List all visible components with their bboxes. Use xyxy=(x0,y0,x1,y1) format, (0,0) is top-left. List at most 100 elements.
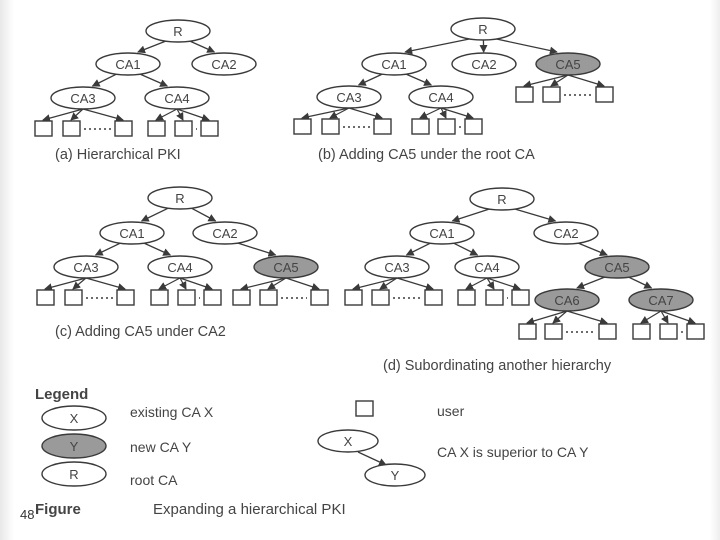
panel-c-ca3-user-edge xyxy=(85,277,126,291)
panel-c-edge-ca1-ca4 xyxy=(143,242,172,256)
legend-superior-y-label: Y xyxy=(391,468,400,483)
panel-a-edge-ca1-ca3 xyxy=(91,73,118,87)
panel-d-ca4-user-edge xyxy=(486,277,495,290)
panel-b-edge-root-ca5 xyxy=(495,38,558,55)
panel-c-edge-ca1-ca3 xyxy=(94,242,122,256)
panel-a-node-root-label: R xyxy=(173,24,182,39)
panel-a-ca4-user-box xyxy=(174,120,193,137)
panel-d-ca7-user-edge xyxy=(640,310,662,324)
panel-a-ca4-user-box xyxy=(147,120,166,137)
panel-a-node-ca4 xyxy=(144,86,210,110)
panel-b-node-ca1-label: CA1 xyxy=(381,57,406,72)
panel-a-edge-ca1-ca4 xyxy=(139,73,169,87)
panel-b-node-root xyxy=(450,17,516,41)
panel-c-ca4-user-box xyxy=(203,289,222,306)
panel-a-node-ca4-label: CA4 xyxy=(164,91,189,106)
panel-d-node-ca3-label: CA3 xyxy=(384,260,409,275)
panel-b-edge-ca1-ca4 xyxy=(405,73,433,86)
panel-c-node-ca5 xyxy=(253,255,319,279)
panel-b-edge-root-ca1 xyxy=(404,38,471,55)
panel-b-ca4-user-edge xyxy=(419,107,442,119)
caption-panel-a: (a) Hierarchical PKI xyxy=(55,147,181,163)
panel-d-edge-ca5-ca7 xyxy=(627,276,653,289)
panel-c-ca4-user-edge xyxy=(179,277,187,290)
frame-right-edge xyxy=(710,0,720,540)
panel-b-node-ca5-label: CA5 xyxy=(555,57,580,72)
panel-c-ca5-user-box xyxy=(232,289,251,306)
legend-existing-ca-symbol xyxy=(41,405,107,431)
legend-root-ca-text: root CA xyxy=(130,472,178,488)
panel-d-edge-ca2-ca5 xyxy=(577,242,608,257)
panel-a-edge-root-ca2 xyxy=(189,40,216,53)
panel-a-edge-root-ca1 xyxy=(137,40,167,54)
panel-d-node-ca2 xyxy=(533,221,599,245)
legend-new-ca-symbol xyxy=(41,433,107,459)
panel-a-node-ca3 xyxy=(50,86,116,110)
panel-c-node-ca2 xyxy=(192,221,258,245)
panel-b-ca4-user-box xyxy=(411,118,430,135)
panel-c-ca5-user-edge xyxy=(240,277,287,292)
legend-root-ca-symbol xyxy=(41,461,107,487)
legend-title: Legend xyxy=(35,386,88,403)
panel-d-node-ca2-label: CA2 xyxy=(553,226,578,241)
panel-d-ca7-user-box xyxy=(659,323,678,340)
panel-a-ca4-user-edge xyxy=(155,108,178,121)
panel-c-ca5-user-edge xyxy=(267,277,287,290)
legend-superior-x-symbol xyxy=(317,429,379,453)
panel-d-ca4-user-box xyxy=(457,289,476,306)
legend-user-symbol xyxy=(355,400,374,417)
panel-a-ca3-user-box xyxy=(62,120,81,137)
panel-d-node-ca1 xyxy=(409,221,475,245)
panel-a-node-ca2 xyxy=(191,52,257,76)
panel-b-ca3-user-box xyxy=(321,118,340,135)
panel-d-ca7-user-box xyxy=(632,323,651,340)
panel-d-ca6-user-edge xyxy=(526,310,568,325)
panel-d-node-root-label: R xyxy=(497,192,506,207)
panel-d-node-ca6-label: CA6 xyxy=(554,293,579,308)
panel-b-ca4-user-edge xyxy=(439,107,447,119)
panel-d-edge-root-ca1 xyxy=(451,208,491,223)
panel-c-ca4-user-box xyxy=(150,289,169,306)
panel-d-ca6-user-edge xyxy=(566,310,608,325)
panel-b-ca4-user-box xyxy=(437,118,456,135)
panel-b-ca5-user-box xyxy=(542,86,561,103)
panel-c-node-ca1 xyxy=(99,221,165,245)
panel-a-ca3-user-box xyxy=(34,120,53,137)
panel-a-node-root xyxy=(145,19,211,43)
panel-c-ca3-user-edge xyxy=(72,277,87,290)
legend-new-ca-symbol-label: Y xyxy=(70,439,79,454)
legend-root-ca-symbol-label: R xyxy=(69,467,78,482)
panel-b-node-root-label: R xyxy=(478,22,487,37)
panel-c-ca4-user-edge xyxy=(158,277,181,290)
panel-a-ca3-user-box xyxy=(114,120,133,137)
panel-d-ca3-user-edge xyxy=(396,277,434,291)
caption-panel-d: (d) Subordinating another hierarchy xyxy=(383,358,612,374)
panel-c-ca3-user-box xyxy=(64,289,83,306)
panel-c-node-ca3 xyxy=(53,255,119,279)
panel-d-edge-ca1-ca3 xyxy=(405,242,432,256)
page-number: 48 xyxy=(20,507,35,522)
panel-a-ca4-user-edge xyxy=(176,108,184,121)
panel-b-ca5-user-edge xyxy=(567,74,605,88)
panel-b-ca5-user-box xyxy=(595,86,614,103)
panel-c-node-ca5-label: CA5 xyxy=(273,260,298,275)
panel-c-ca3-user-box xyxy=(36,289,55,306)
panel-d-node-ca5 xyxy=(584,255,650,279)
user-boxes xyxy=(34,86,705,340)
frame-left-edge xyxy=(0,0,14,540)
figure-caption: Expanding a hierarchical PKI xyxy=(153,501,346,518)
panel-a-ca4-user-box xyxy=(200,120,219,137)
panel-b-ca3-user-box xyxy=(373,118,392,135)
panel-c-ca4-user-box xyxy=(177,289,196,306)
panel-a-node-ca1 xyxy=(95,52,161,76)
panel-d-node-ca7-label: CA7 xyxy=(648,293,673,308)
panel-d-ca3-user-edge xyxy=(379,277,398,290)
panel-b-node-ca4-label: CA4 xyxy=(428,90,453,105)
panel-b-node-ca3-label: CA3 xyxy=(336,90,361,105)
panel-a-ca3-user-edge xyxy=(42,108,84,123)
panel-d-ca7-user-box xyxy=(686,323,705,340)
legend-existing-ca-text: existing CA X xyxy=(130,404,214,420)
panel-d-edge-ca5-ca6 xyxy=(576,276,606,290)
